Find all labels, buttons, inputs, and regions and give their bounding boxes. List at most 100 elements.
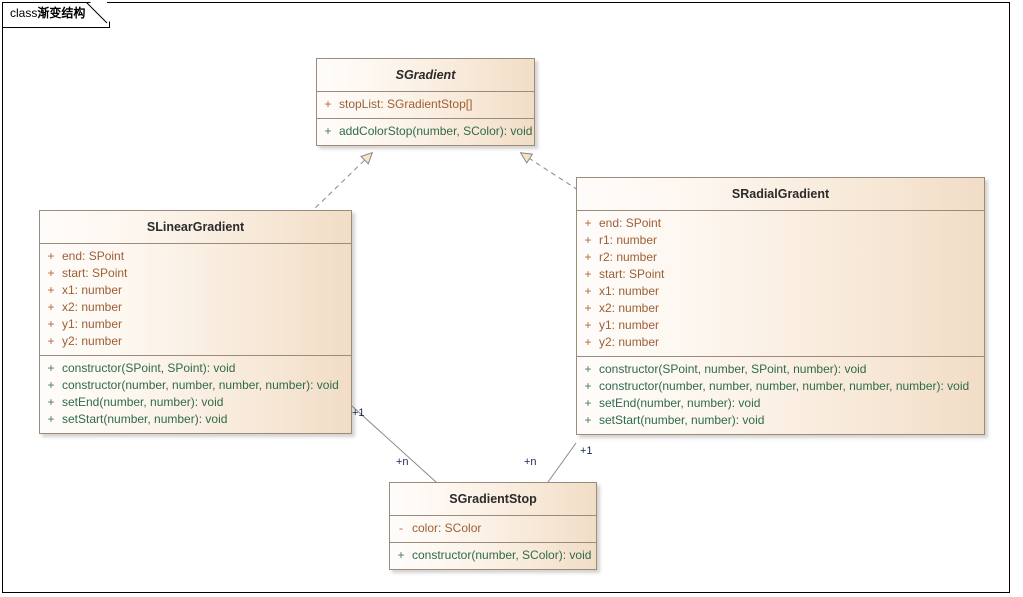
diagram-title-label: class渐变结构: [10, 2, 85, 24]
operation-text: constructor(SPoint, SPoint): void: [62, 361, 236, 375]
operations-section-sgradientstop: + constructor(number, SColor): void: [390, 543, 596, 569]
attribute-text: start: SPoint: [599, 267, 665, 281]
attributes-section-sgradient: + stopList: SGradientStop[]: [317, 92, 534, 119]
title-name: 渐变结构: [37, 6, 86, 20]
visibility-marker: +: [584, 396, 592, 410]
operation-row: + setStart(number, number): void: [577, 412, 984, 429]
visibility-marker: +: [584, 233, 592, 247]
visibility-marker: +: [584, 301, 592, 315]
attribute-text: y1: number: [62, 317, 123, 331]
attributes-section-slineargradient: + end: SPoint + start: SPoint + x1: numb…: [40, 244, 351, 356]
class-name-sgradientstop: SGradientStop: [390, 483, 596, 516]
attribute-row: + x1: number: [577, 283, 984, 300]
attribute-row: + x1: number: [40, 282, 351, 299]
attribute-text: stopList: SGradientStop[]: [339, 97, 473, 111]
visibility-marker: +: [47, 317, 55, 331]
attribute-text: x1: number: [62, 283, 123, 297]
visibility-marker: +: [47, 412, 55, 426]
attribute-row: + r2: number: [577, 249, 984, 266]
visibility-marker: +: [47, 249, 55, 263]
class-box-sgradient[interactable]: SGradient + stopList: SGradientStop[] + …: [316, 58, 535, 146]
title-prefix: class: [10, 6, 38, 20]
attribute-text: x2: number: [62, 300, 123, 314]
attribute-row: + start: SPoint: [40, 265, 351, 282]
operations-section-slineargradient: + constructor(SPoint, SPoint): void + co…: [40, 356, 351, 433]
class-box-slineargradient[interactable]: SLinearGradient + end: SPoint + start: S…: [39, 210, 352, 434]
operation-row: + constructor(number, SColor): void: [390, 547, 596, 564]
attribute-text: x2: number: [599, 301, 660, 315]
visibility-marker: +: [47, 283, 55, 297]
operation-row: + constructor(number, number, number, nu…: [40, 377, 351, 394]
attribute-text: start: SPoint: [62, 266, 128, 280]
visibility-marker: +: [47, 361, 55, 375]
visibility-marker: +: [47, 266, 55, 280]
attribute-text: r1: number: [599, 233, 658, 247]
attribute-text: y2: number: [599, 335, 660, 349]
operation-text: constructor(number, number, number, numb…: [599, 379, 970, 393]
attribute-row: + y2: number: [577, 334, 984, 351]
link-label-linear-target: +n: [396, 456, 409, 468]
operation-row: + setStart(number, number): void: [40, 411, 351, 428]
visibility-marker: +: [47, 395, 55, 409]
operation-row: + constructor(SPoint, SPoint): void: [40, 360, 351, 377]
operation-row: + addColorStop(number, SColor): void: [317, 123, 534, 140]
attribute-text: end: SPoint: [62, 249, 125, 263]
visibility-marker: +: [584, 379, 592, 393]
attribute-row: + x2: number: [577, 300, 984, 317]
operations-section-sradialgradient: + constructor(SPoint, number, SPoint, nu…: [577, 357, 984, 434]
visibility-marker: +: [397, 548, 405, 562]
operation-text: constructor(number, SColor): void: [412, 548, 592, 562]
attribute-row: + end: SPoint: [577, 215, 984, 232]
attribute-text: color: SColor: [412, 521, 482, 535]
visibility-marker: +: [584, 284, 592, 298]
attribute-text: r2: number: [599, 250, 658, 264]
attribute-row: + end: SPoint: [40, 248, 351, 265]
operation-text: constructor(number, number, number, numb…: [62, 378, 339, 392]
operation-text: setStart(number, number): void: [62, 412, 228, 426]
attribute-text: x1: number: [599, 284, 660, 298]
visibility-marker: +: [324, 124, 332, 138]
visibility-marker: -: [399, 521, 403, 535]
visibility-marker: +: [47, 334, 55, 348]
operation-row: + constructor(number, number, number, nu…: [577, 378, 984, 395]
operation-text: setEnd(number, number): void: [62, 395, 224, 409]
visibility-marker: +: [584, 267, 592, 281]
operation-text: setEnd(number, number): void: [599, 396, 761, 410]
class-name-sradialgradient: SRadialGradient: [577, 178, 984, 211]
link-label-radial-target: +n: [524, 456, 537, 468]
class-box-sradialgradient[interactable]: SRadialGradient + end: SPoint + r1: numb…: [576, 177, 985, 435]
attributes-section-sgradientstop: - color: SColor: [390, 516, 596, 543]
attribute-text: y2: number: [62, 334, 123, 348]
operation-row: + setEnd(number, number): void: [40, 394, 351, 411]
link-label-linear-source: +1: [352, 407, 365, 419]
diagram-frame: [2, 2, 1010, 593]
visibility-marker: +: [324, 97, 332, 111]
attribute-row: + y1: number: [40, 316, 351, 333]
attribute-row: + x2: number: [40, 299, 351, 316]
visibility-marker: +: [47, 300, 55, 314]
attribute-row: + y1: number: [577, 317, 984, 334]
attribute-text: y1: number: [599, 318, 660, 332]
class-box-sgradientstop[interactable]: SGradientStop - color: SColor + construc…: [389, 482, 597, 570]
attribute-row: + stopList: SGradientStop[]: [317, 96, 534, 113]
visibility-marker: +: [584, 335, 592, 349]
attribute-row: + start: SPoint: [577, 266, 984, 283]
visibility-marker: +: [584, 216, 592, 230]
visibility-marker: +: [584, 250, 592, 264]
class-name-sgradient: SGradient: [317, 59, 534, 92]
visibility-marker: +: [584, 362, 592, 376]
operation-text: constructor(SPoint, number, SPoint, numb…: [599, 362, 867, 376]
visibility-marker: +: [584, 413, 592, 427]
attribute-text: end: SPoint: [599, 216, 662, 230]
visibility-marker: +: [47, 378, 55, 392]
operation-text: addColorStop(number, SColor): void: [339, 124, 533, 138]
operations-section-sgradient: + addColorStop(number, SColor): void: [317, 119, 534, 145]
attributes-section-sradialgradient: + end: SPoint + r1: number + r2: number …: [577, 211, 984, 357]
operation-row: + constructor(SPoint, number, SPoint, nu…: [577, 361, 984, 378]
link-label-radial-source: +1: [580, 445, 593, 457]
attribute-row: - color: SColor: [390, 520, 596, 537]
attribute-row: + r1: number: [577, 232, 984, 249]
attribute-row: + y2: number: [40, 333, 351, 350]
visibility-marker: +: [584, 318, 592, 332]
